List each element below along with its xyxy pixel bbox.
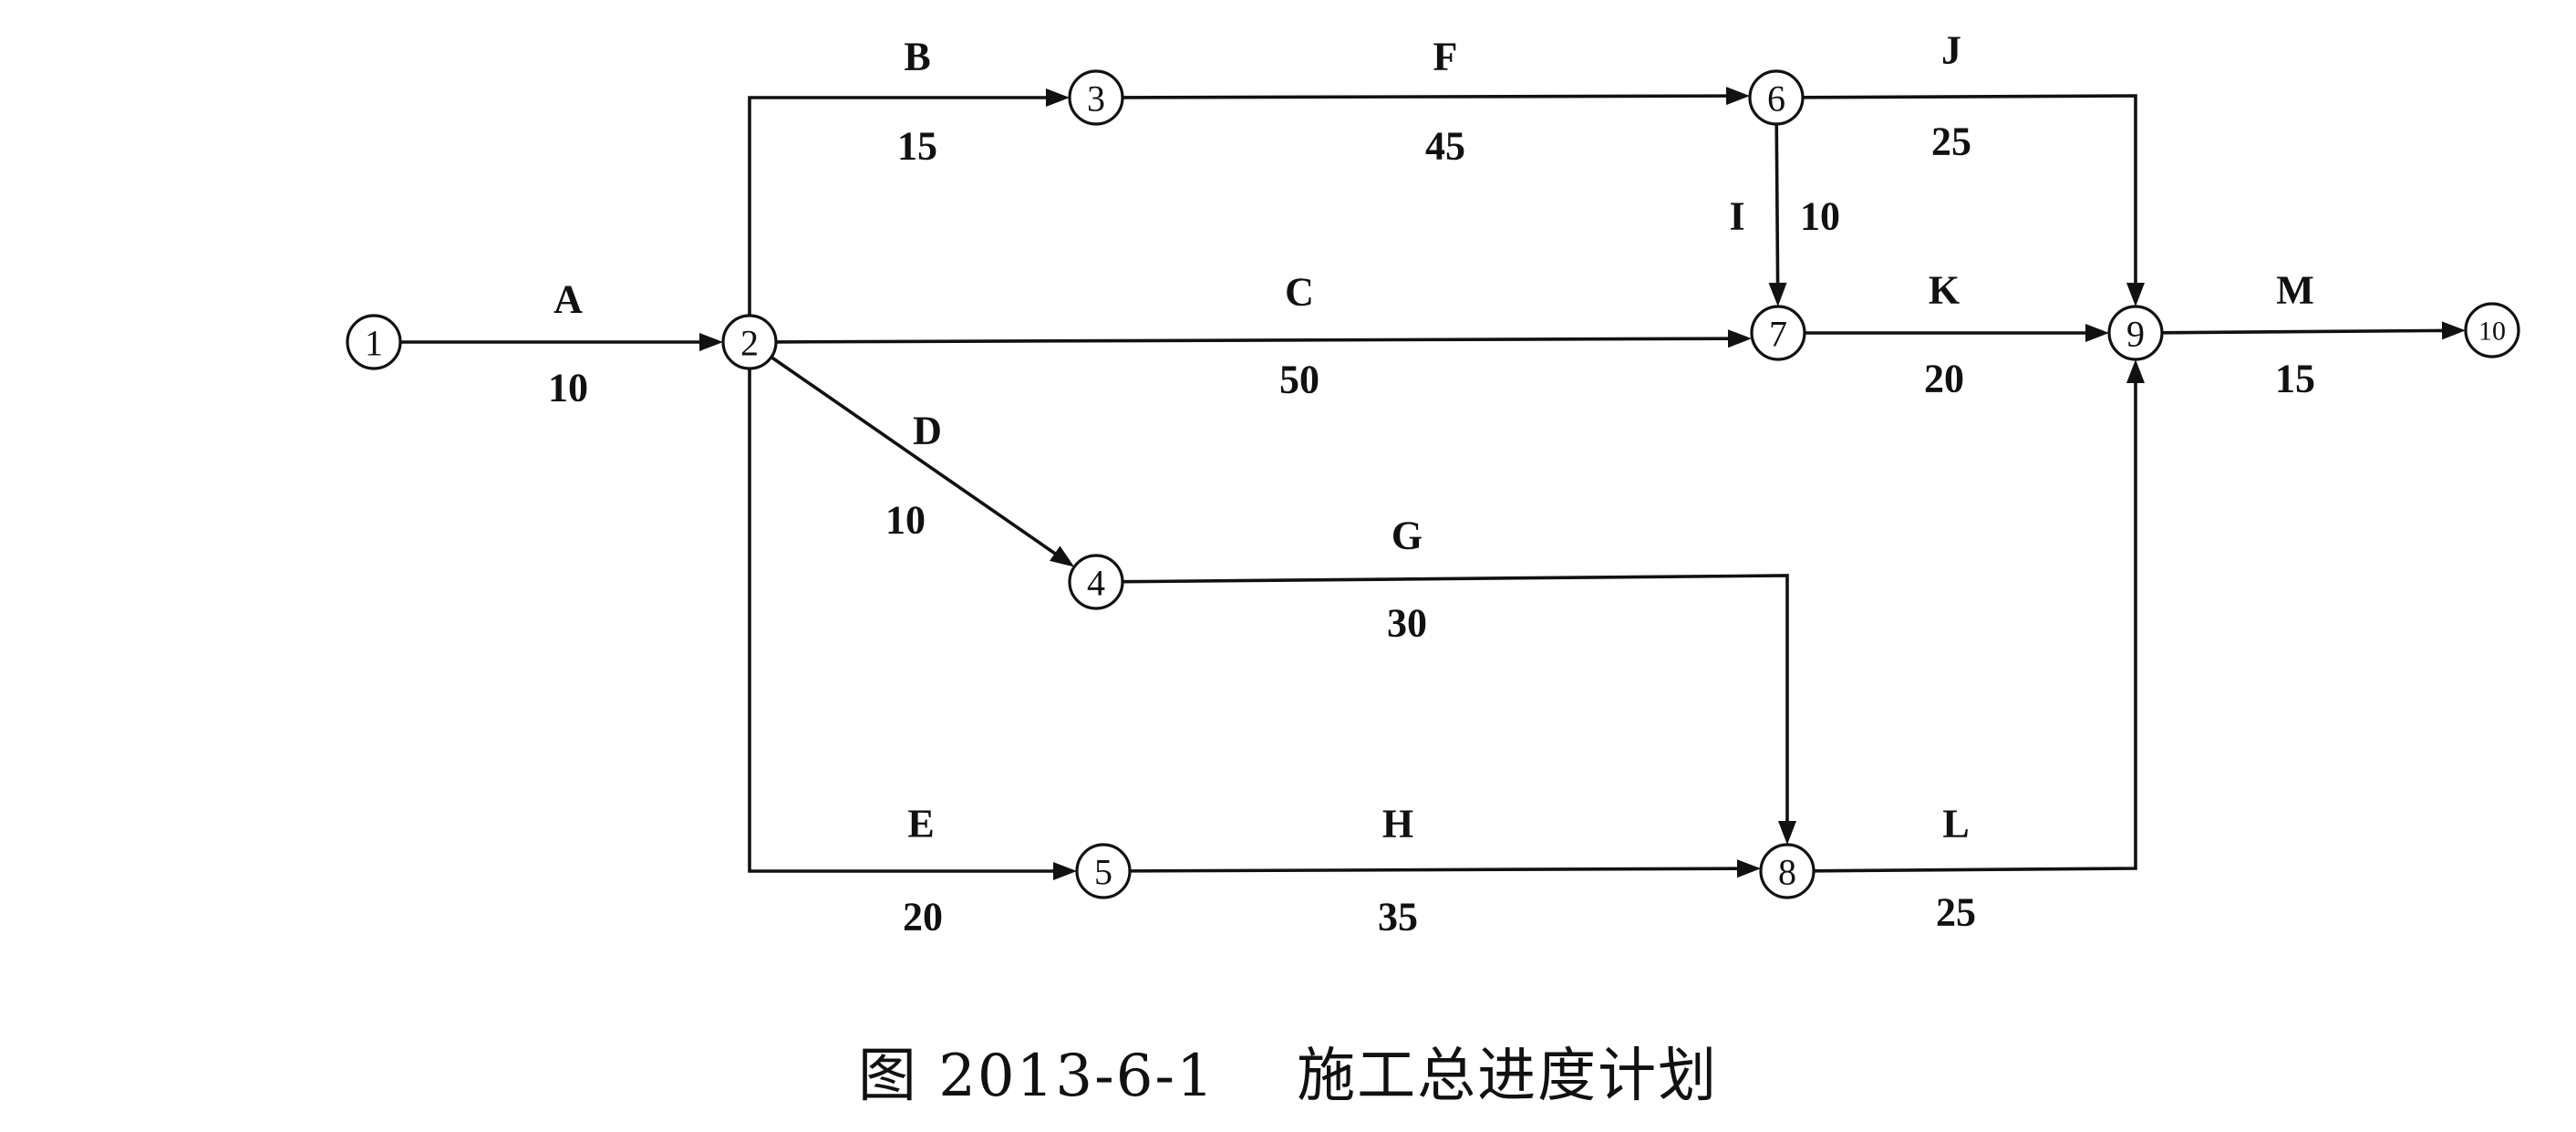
node-label: 4: [1087, 563, 1105, 604]
activity-duration-A: 10: [548, 366, 588, 410]
node-circle: [2464, 302, 2520, 358]
node-circle: [1748, 69, 1805, 126]
activity-name-K: K: [1929, 268, 1960, 313]
node-10: 10: [2464, 302, 2520, 358]
node-8: 8: [1759, 843, 1816, 899]
node-1: 1: [346, 314, 402, 370]
activity-name-D: D: [913, 409, 942, 453]
activity-duration-B: 15: [897, 124, 937, 169]
node-4: 4: [1068, 554, 1124, 610]
arrow-F: [1122, 94, 1731, 99]
activity-duration-G: 30: [1387, 601, 1427, 646]
node-7: 7: [1750, 305, 1806, 361]
arrow-H: [1129, 867, 1742, 873]
node-9: 9: [2107, 305, 2164, 361]
node-label: 9: [2126, 314, 2145, 355]
activity-name-J: J: [1941, 28, 1961, 73]
arrowhead-C: [1727, 329, 1753, 348]
node-2: 2: [721, 314, 778, 370]
arrowhead-D: [1050, 545, 1075, 567]
arrow-J: [1802, 94, 2137, 286]
arrow-C: [775, 337, 1733, 344]
activity-name-A: A: [553, 277, 583, 322]
node-circle: [1750, 305, 1806, 361]
activity-name-I: I: [1729, 194, 1744, 239]
activity-duration-L: 25: [1936, 890, 1976, 935]
activity-name-E: E: [907, 802, 934, 846]
activity-name-C: C: [1285, 270, 1314, 315]
activity-duration-J: 25: [1931, 119, 1971, 164]
activity-duration-M: 15: [2275, 357, 2315, 401]
arrow-E: [748, 369, 1057, 873]
node-circle: [1068, 69, 1124, 126]
node-circle: [1759, 843, 1816, 899]
node-5: 5: [1075, 843, 1132, 899]
arrowhead-J: [2126, 283, 2145, 306]
arrowhead-F: [1725, 87, 1751, 106]
activity-name-M: M: [2276, 268, 2314, 313]
arrowhead-I: [1768, 282, 1787, 307]
node-label: 7: [1769, 314, 1787, 355]
arrowhead-K: [2085, 324, 2109, 342]
activity-duration-F: 45: [1425, 124, 1465, 169]
activity-name-G: G: [1391, 514, 1422, 558]
node-label: 5: [1094, 852, 1112, 893]
activity-name-L: L: [1942, 802, 1969, 846]
arrow-D: [770, 356, 1060, 557]
arrowhead-M: [2441, 321, 2467, 340]
node-label: 8: [1778, 852, 1796, 893]
arrow-B: [748, 96, 1050, 316]
arrowhead-A: [699, 333, 723, 351]
arrowhead-B: [1046, 88, 1070, 107]
node-label: 2: [740, 323, 759, 364]
activity-duration-D: 10: [885, 498, 926, 543]
node-label: 10: [2478, 317, 2506, 347]
node-circle: [1068, 554, 1124, 610]
node-6: 6: [1748, 69, 1805, 126]
arrow-G: [1122, 574, 1789, 825]
node-label: 6: [1767, 78, 1785, 119]
node-circle: [2107, 305, 2164, 361]
arrow-M: [2161, 328, 2447, 335]
activity-name-B: B: [904, 35, 930, 79]
node-label: 3: [1087, 78, 1105, 119]
node-circle: [1075, 843, 1132, 899]
node-circle: [721, 314, 778, 370]
node-3: 3: [1068, 69, 1124, 126]
activity-duration-K: 20: [1924, 357, 1964, 401]
activity-duration-E: 20: [903, 895, 943, 940]
activity-duration-C: 50: [1279, 358, 1319, 402]
activity-duration-I: 10: [1800, 194, 1840, 239]
arrowhead-H: [1736, 859, 1762, 878]
node-circle: [346, 314, 402, 370]
arrowhead-G: [1778, 821, 1796, 845]
figure-caption: 图 2013-6-1 施工总进度计划: [857, 1043, 1719, 1110]
arrow-L: [1813, 379, 2137, 873]
arrow-I: [1774, 123, 1780, 287]
activity-name-F: F: [1433, 35, 1458, 79]
activity-name-H: H: [1382, 802, 1413, 846]
arrowhead-L: [2126, 359, 2145, 383]
node-label: 1: [365, 323, 383, 364]
activity-arrows: [400, 87, 2467, 880]
activity-duration-H: 35: [1378, 895, 1418, 940]
arrowhead-E: [1053, 862, 1077, 880]
